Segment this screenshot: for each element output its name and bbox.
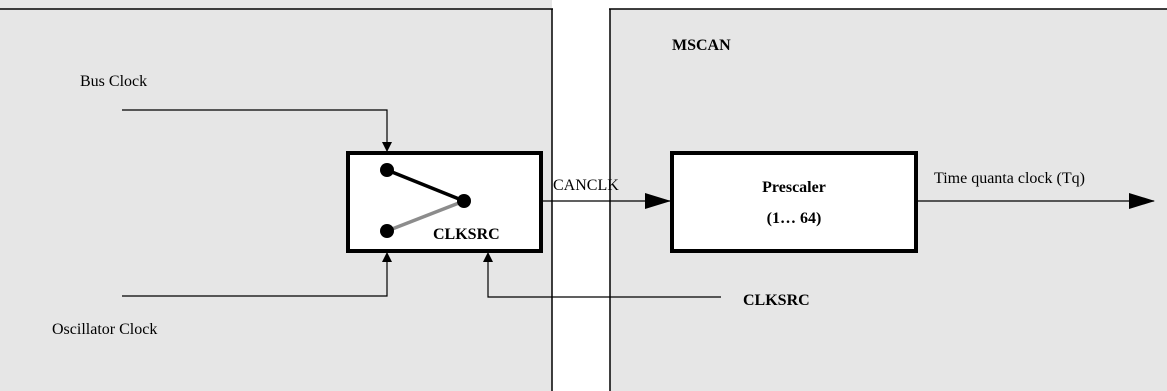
prescaler-range: (1… 64) [767,210,822,227]
bus-clock-line [122,109,392,152]
switch-pivot-terminal [457,194,471,208]
time-quanta-clock-label: Time quanta clock (Tq) [934,170,1085,187]
oscillator-clock-input-terminal [380,224,394,238]
bus-clock-label: Bus Clock [80,73,147,90]
prescaler-label: Prescaler [762,179,826,196]
clock-source-mux-label: CLKSRC [433,226,500,243]
clock-source-select-line [483,252,721,298]
bus-clock-input-terminal [380,163,394,177]
mscan-title: MSCAN [672,37,731,54]
switch-arm-active [386,168,465,203]
canclk-label: CANCLK [553,177,619,194]
clock-source-mux: CLKSRC [346,151,543,253]
oscillator-clock-label: Oscillator Clock [52,321,157,338]
clock-source-select-label: CLKSRC [743,292,810,309]
switch-arm-inactive [386,199,465,233]
prescaler-block: Prescaler (1… 64) [670,151,918,253]
oscillator-clock-line [122,252,392,297]
prescaler-box [670,151,918,253]
